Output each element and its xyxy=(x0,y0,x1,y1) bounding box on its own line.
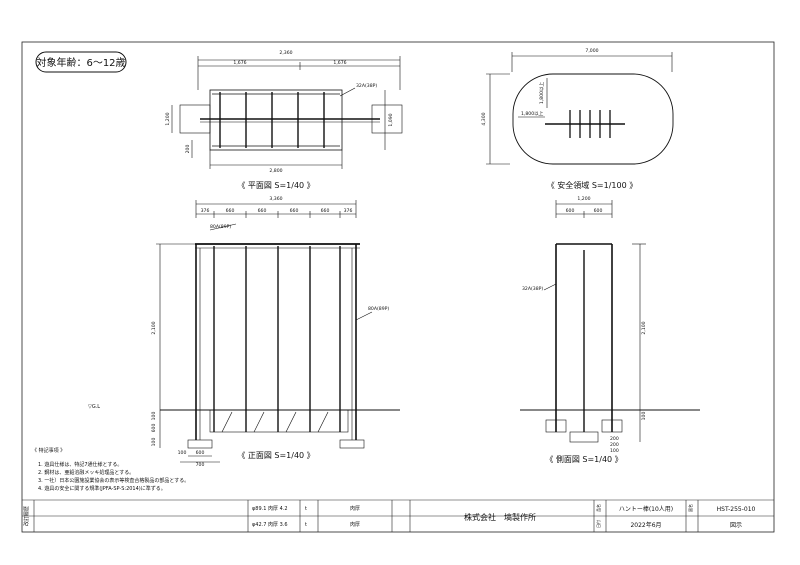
spec-row-1-mark: t xyxy=(305,506,307,512)
front-dim-seg1: 376 xyxy=(201,208,210,214)
drawing-type: 図示 xyxy=(730,522,742,529)
plan-dim-left-1: 1,200 xyxy=(165,112,171,125)
side-dim-right: 600 xyxy=(594,208,603,214)
front-dim-total: 3,360 xyxy=(269,196,282,202)
note-item-3: 3. 一社）日本公園施設業協会の表示等検査合格製品の部品とする。 xyxy=(38,477,189,484)
plan-caption: 《 平面図 S=1/40 》 xyxy=(237,181,314,190)
side-pipe-label: 32A(38P) xyxy=(522,286,543,292)
company-name: 株式会社 塙製作所 xyxy=(464,512,536,522)
plan-dim-left: 1,676 xyxy=(233,60,246,66)
front-view xyxy=(156,200,400,463)
side-dim-f3: 100 xyxy=(610,448,619,454)
note-item-2: 2. 鋼材は、亜鉛溶融メッキ処理品とする。 xyxy=(38,469,134,476)
safety-dim-inner-v: 1,800以上 xyxy=(538,81,545,104)
spec-row-1-unit: 肉厚 xyxy=(350,505,360,512)
side-view xyxy=(520,200,700,443)
plan-dim-bottom: 2,800 xyxy=(269,168,282,174)
side-dim-left: 600 xyxy=(566,208,575,214)
side-caption: 《 側面図 S=1/40 》 xyxy=(545,454,622,464)
front-dim-foot-b: 100 xyxy=(178,450,187,456)
age-badge xyxy=(35,51,127,73)
plan-dim-total: 2,360 xyxy=(279,50,292,56)
product-name: ハントー棒(10人用) xyxy=(619,505,673,513)
spec-row-2-mark: t xyxy=(305,522,307,528)
label-date: 日付 xyxy=(595,520,601,528)
front-dim-found: 600 xyxy=(151,424,157,433)
side-dim-f2: 200 xyxy=(610,442,619,448)
safety-caption: 《 安全領域 S=1/100 》 xyxy=(547,180,637,190)
plan-pipe-label: 32A(38P) xyxy=(356,83,377,89)
plan-dim-left-2: 200 xyxy=(185,145,191,154)
front-pipe-top: 80A(89P) xyxy=(210,224,231,230)
plan-dim-right: 1,676 xyxy=(333,60,346,66)
front-dim-seg3: 660 xyxy=(258,208,267,214)
notes-heading: 《 特記事項 》 xyxy=(32,447,65,454)
side-dim-gl-below: 100 xyxy=(641,412,647,421)
note-item-1: 1. 遊具仕様は、特記7通仕様とする。 xyxy=(38,461,122,468)
spec-row-2: φ42.7 肉厚 3.6 xyxy=(252,521,288,528)
note-item-4: 4. 遊具の安全に関する規準(JPFA-SP-S:2014)に準ずる。 xyxy=(38,485,166,492)
safety-dim-inner-h: 1,800以上 xyxy=(521,110,544,117)
spec-row-1: φ89.1 肉厚 4.2 xyxy=(252,505,288,512)
plan-dim-right: 1,090 xyxy=(388,113,394,126)
front-caption: 《 正面図 S=1/40 》 xyxy=(237,451,314,460)
front-dim-found2: 100 xyxy=(151,438,157,447)
label-drawing: 図名 xyxy=(687,504,693,512)
side-dim-height: 2,100 xyxy=(641,321,647,334)
title-side-label: 改訂履歴 xyxy=(23,506,30,526)
side-dim-total: 1,200 xyxy=(577,196,590,202)
plan-view xyxy=(171,56,403,169)
front-dim-seg6: 376 xyxy=(344,208,353,214)
age-target-text: 対象年齢：6〜12歳 xyxy=(36,56,125,69)
title-block xyxy=(22,499,774,532)
front-dim-height: 2,100 xyxy=(151,321,157,334)
side-dim-f1: 200 xyxy=(610,436,619,442)
front-pipe-side: 80A(89P) xyxy=(368,306,389,312)
safety-dim-top: 7,000 xyxy=(585,48,598,54)
sheet-border xyxy=(21,41,775,533)
front-dim-foot-a: 600 xyxy=(196,450,205,456)
front-dim-seg5: 660 xyxy=(321,208,330,214)
safety-dim-left: 4,300 xyxy=(481,112,487,125)
front-dim-gl-below: 100 xyxy=(151,412,157,421)
drawing-date: 2022年6月 xyxy=(630,521,661,529)
safety-view xyxy=(486,52,674,165)
drawing-number: HST-255-010 xyxy=(717,506,756,513)
gl-label: ▽G.L xyxy=(88,404,100,410)
front-dim-seg4: 660 xyxy=(290,208,299,214)
front-dim-seg2: 660 xyxy=(226,208,235,214)
front-dim-foot-c: 700 xyxy=(196,462,205,468)
spec-row-2-unit: 肉厚 xyxy=(350,521,360,528)
label-name: 品名 xyxy=(595,504,601,512)
